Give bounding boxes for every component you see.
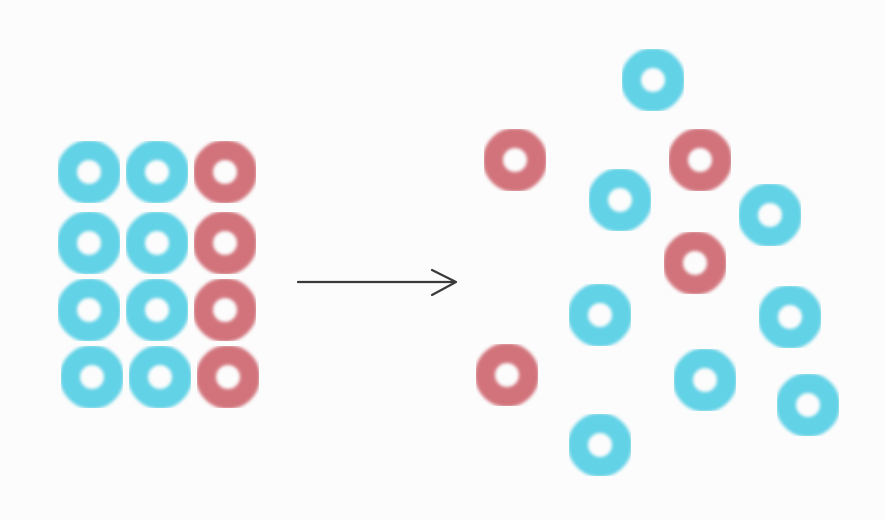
red-ring-scattered [483, 128, 547, 192]
arrow-head [430, 268, 458, 297]
red-ring-cell [193, 140, 257, 204]
blue-ring-scattered [776, 373, 840, 437]
blue-ring-scattered [738, 183, 802, 247]
blue-ring-cell [60, 345, 124, 409]
blue-ring-cell [125, 211, 189, 275]
red-ring-cell [196, 345, 260, 409]
blue-ring-scattered [673, 348, 737, 412]
red-ring-cell [193, 211, 257, 275]
blue-ring-scattered [568, 283, 632, 347]
blue-ring-cell [125, 278, 189, 342]
blue-ring-cell [57, 278, 121, 342]
blue-ring-scattered [758, 285, 822, 349]
transition-arrow [296, 268, 458, 297]
blue-ring-scattered [568, 413, 632, 477]
blue-ring-cell [57, 211, 121, 275]
red-ring-scattered [475, 343, 539, 407]
blue-ring-scattered [588, 168, 652, 232]
red-ring-cell [193, 278, 257, 342]
red-ring-scattered [668, 128, 732, 192]
blue-ring-cell [125, 140, 189, 204]
left-ring-grid [57, 140, 260, 409]
blue-ring-cell [128, 345, 192, 409]
blue-ring-scattered [621, 48, 685, 112]
red-ring-scattered [663, 231, 727, 295]
right-ring-scatter [475, 48, 840, 477]
blue-ring-cell [57, 140, 121, 204]
